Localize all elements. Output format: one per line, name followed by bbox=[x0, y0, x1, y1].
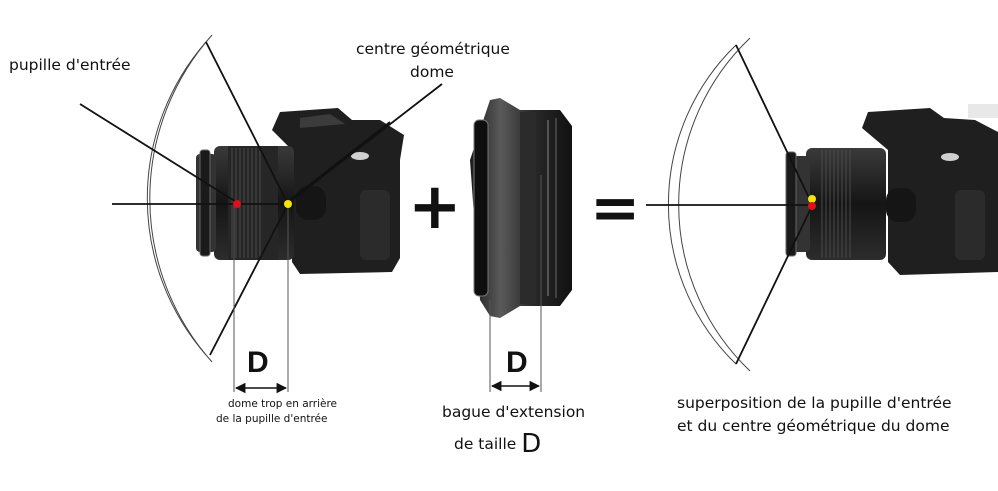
result-pupil-dot bbox=[808, 202, 816, 210]
left-construction-lines bbox=[79, 41, 443, 356]
entrance-pupil-label: pupille d'entrée bbox=[9, 56, 131, 74]
ring-label-prefix: de taille bbox=[454, 435, 517, 453]
extension-ring bbox=[470, 98, 572, 318]
geometric-center-label-line1: centre géométrique bbox=[356, 40, 510, 58]
dome-note-line2: de la pupille d'entrée bbox=[216, 413, 328, 425]
ring-dim-guides bbox=[489, 175, 542, 392]
ring-label-line2: de taille D bbox=[454, 429, 542, 460]
geometric-center-label-line2: dome bbox=[410, 63, 454, 81]
result-label-line2: et du centre géométrique du dome bbox=[677, 417, 950, 435]
right-camera bbox=[785, 104, 998, 275]
dome-note-line1: dome trop en arrière bbox=[228, 398, 338, 410]
ring-label-letter: D bbox=[521, 429, 542, 459]
right-construction-lines bbox=[646, 44, 813, 365]
result-center-dot bbox=[808, 195, 816, 203]
result-label-line1: superposition de la pupille d'entrée bbox=[677, 394, 952, 412]
left-camera bbox=[196, 108, 404, 274]
left-dimension-letter: D bbox=[247, 346, 269, 379]
plus-sign: + bbox=[408, 170, 462, 244]
left-dim-guides bbox=[233, 205, 289, 392]
left-dome-arc bbox=[146, 34, 213, 363]
geometric-center-dot bbox=[284, 200, 292, 208]
ring-label-line1: bague d'extension bbox=[442, 403, 586, 421]
equals-sign: = bbox=[590, 173, 640, 243]
ring-dimension-letter: D bbox=[506, 346, 528, 379]
entrance-pupil-dot bbox=[233, 200, 241, 208]
